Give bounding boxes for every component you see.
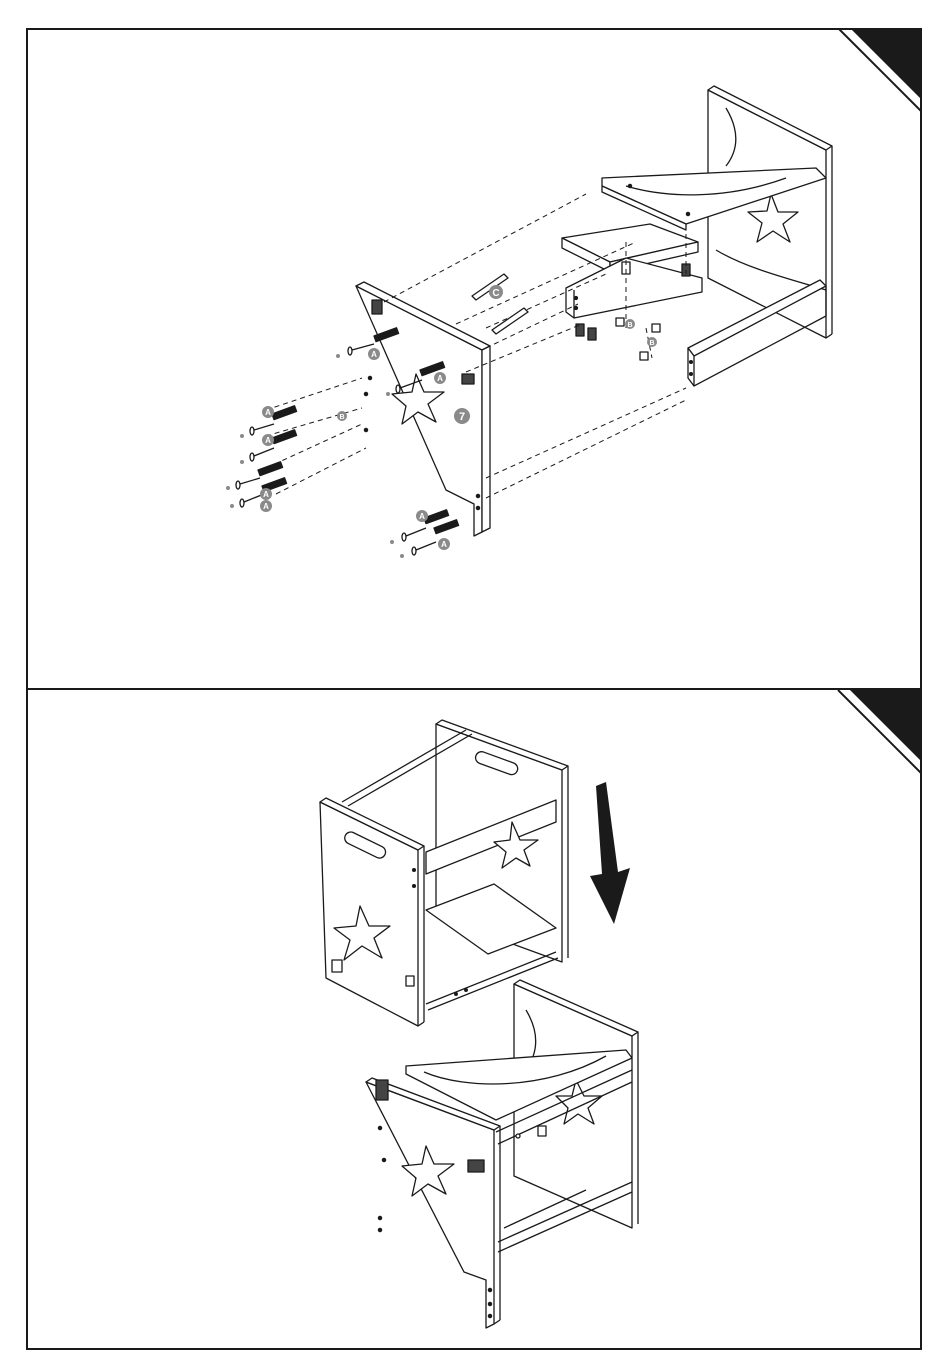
corner-tab-icon [838, 28, 922, 112]
svg-text:A: A [263, 490, 269, 499]
svg-text:A: A [437, 374, 443, 383]
callout-part-7: 7 [454, 408, 470, 424]
svg-text:A: A [371, 350, 377, 359]
cam-nut-icon [468, 1160, 484, 1172]
step-panel-1: 7 C A A A A A A A A B B [26, 28, 922, 690]
svg-text:A: A [265, 408, 271, 417]
svg-text:A: A [263, 502, 269, 511]
right-end-panel [708, 86, 832, 338]
svg-text:B: B [627, 322, 632, 329]
svg-text:A: A [419, 512, 425, 521]
svg-text:A: A [441, 540, 447, 549]
cam-nut-icon [376, 1080, 388, 1100]
down-arrow-icon [590, 782, 630, 924]
exploded-assembly-diagram: 7 C A A A A A A A A B B [26, 28, 922, 690]
step-panel-2 [26, 690, 922, 1350]
upper-box-unit [320, 720, 568, 1026]
svg-text:7: 7 [459, 411, 465, 423]
callout-dowel-c: C [489, 285, 503, 299]
corner-tab-icon [838, 690, 922, 774]
stacking-diagram [26, 690, 922, 1350]
left-end-panel [356, 282, 490, 536]
svg-text:C: C [492, 288, 499, 299]
lower-stool-unit [366, 980, 638, 1328]
svg-text:B: B [339, 414, 344, 421]
svg-text:B: B [649, 340, 654, 347]
svg-text:A: A [265, 436, 271, 445]
